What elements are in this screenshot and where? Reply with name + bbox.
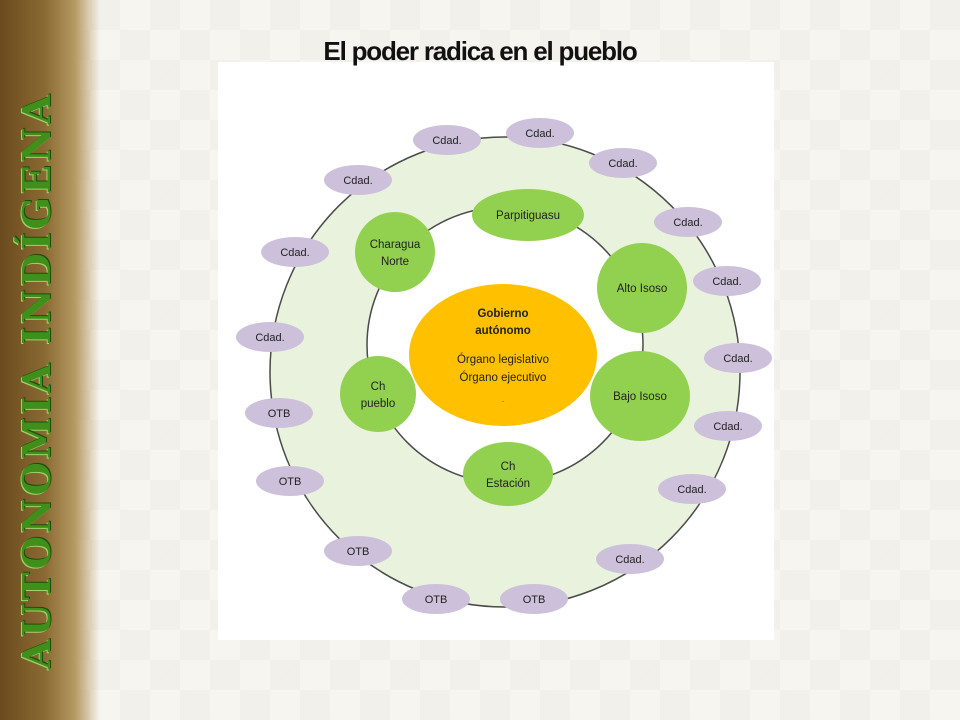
satellite-label: Cdad. <box>615 554 644 566</box>
inner-node-label: Parpitiguasu <box>496 210 560 222</box>
satellite-node: Cdad. <box>413 125 481 155</box>
satellite-shape <box>236 322 304 352</box>
center-organ-legislative: Órgano legislativo <box>457 353 549 366</box>
inner-node-label: Charagua <box>370 239 421 251</box>
satellite-group: Cdad. Cdad. Cdad. Cdad. Cdad. Cdad. Cdad. Cdad.… <box>236 118 772 614</box>
slide-title: El poder radica en el pueblo <box>323 36 637 66</box>
satellite-label: Cdad. <box>432 135 461 147</box>
inner-node-label: pueblo <box>361 398 396 410</box>
satellite-shape <box>261 237 329 267</box>
satellite-node: Cdad. <box>506 118 574 148</box>
satellite-node: OTB <box>402 584 470 614</box>
inner-node: Alto Isoso <box>597 243 687 333</box>
satellite-shape <box>413 125 481 155</box>
sidebar-band <box>0 0 100 720</box>
satellite-label: Cdad. <box>608 158 637 170</box>
inner-node-shape <box>597 243 687 333</box>
inner-node-label: Bajo Isoso <box>613 391 667 403</box>
satellite-shape <box>694 411 762 441</box>
satellite-label: Cdad. <box>713 421 742 433</box>
inner-node-shape <box>340 356 416 432</box>
satellite-node: Cdad. <box>658 474 726 504</box>
satellite-label: Cdad. <box>723 353 752 365</box>
inner-node-shape <box>355 212 435 292</box>
inner-node-label: Norte <box>381 256 409 268</box>
center-title-line1: Gobierno <box>477 308 528 320</box>
satellite-label: Cdad. <box>280 247 309 259</box>
satellite-label: OTB <box>523 594 546 606</box>
satellite-node: Cdad. <box>694 411 762 441</box>
satellite-node: Cdad. <box>693 266 761 296</box>
satellite-node: Cdad. <box>654 207 722 237</box>
satellite-label: OTB <box>279 476 302 488</box>
inner-node-shape <box>472 189 584 241</box>
inner-node-label: Alto Isoso <box>617 283 668 295</box>
satellite-label: Cdad. <box>677 484 706 496</box>
inner-node-label: Ch <box>371 381 386 393</box>
satellite-node: OTB <box>256 466 324 496</box>
inner-node-shape <box>590 351 690 441</box>
center-dot: . <box>502 394 505 404</box>
satellite-label: OTB <box>268 408 291 420</box>
satellite-node: OTB <box>245 398 313 428</box>
satellite-shape <box>500 584 568 614</box>
center-node: Gobierno autónomo Órgano legislativo Órg… <box>409 284 597 426</box>
satellite-node: Cdad. <box>324 165 392 195</box>
satellite-node: OTB <box>500 584 568 614</box>
satellite-shape <box>324 536 392 566</box>
center-ellipse <box>409 284 597 426</box>
inner-node: Ch pueblo <box>340 356 416 432</box>
center-organ-executive: Órgano ejecutivo <box>460 371 547 384</box>
satellite-label: Cdad. <box>343 175 372 187</box>
satellite-shape <box>324 165 392 195</box>
satellite-node: Cdad. <box>589 148 657 178</box>
satellite-label: Cdad. <box>255 332 284 344</box>
satellite-shape <box>704 343 772 373</box>
satellite-node: Cdad. <box>704 343 772 373</box>
inner-node-label: Ch <box>501 461 516 473</box>
inner-node-shape <box>463 442 553 506</box>
satellite-label: Cdad. <box>712 276 741 288</box>
satellite-shape <box>654 207 722 237</box>
inner-node: Bajo Isoso <box>590 351 690 441</box>
satellite-label: OTB <box>425 594 448 606</box>
satellite-shape <box>589 148 657 178</box>
satellite-shape <box>256 466 324 496</box>
satellite-label: Cdad. <box>673 217 702 229</box>
satellite-node: Cdad. <box>261 237 329 267</box>
inner-node: Parpitiguasu <box>472 189 584 241</box>
satellite-shape <box>245 398 313 428</box>
satellite-node: Cdad. <box>236 322 304 352</box>
satellite-shape <box>693 266 761 296</box>
satellite-shape <box>506 118 574 148</box>
satellite-node: Cdad. <box>596 544 664 574</box>
satellite-shape <box>658 474 726 504</box>
inner-node-label: Estación <box>486 478 530 490</box>
satellite-shape <box>596 544 664 574</box>
center-title-line2: autónomo <box>475 325 531 337</box>
satellite-label: Cdad. <box>525 128 554 140</box>
satellite-node: OTB <box>324 536 392 566</box>
satellite-label: OTB <box>347 546 370 558</box>
satellite-shape <box>402 584 470 614</box>
